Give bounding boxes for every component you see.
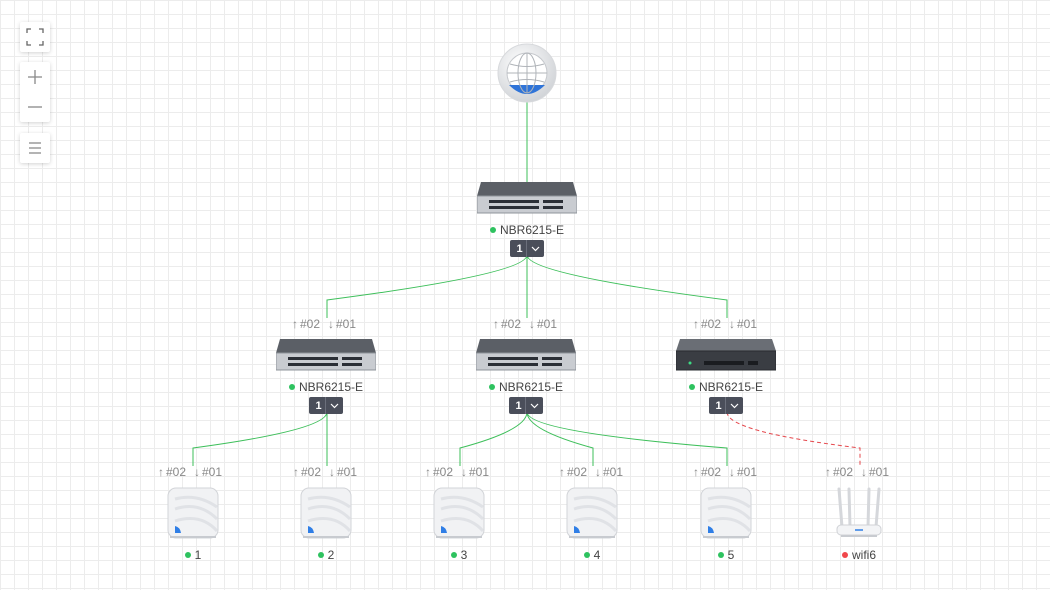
port-selector[interactable]: 1 [510, 240, 544, 257]
menu-button[interactable] [20, 133, 50, 163]
zoom-out-button[interactable] [20, 92, 50, 122]
link-root-switch-3 [526, 254, 728, 318]
chevron-down-icon [524, 397, 543, 414]
access-point-icon [566, 487, 618, 544]
plus-icon [28, 70, 42, 84]
ap-wifi6-node[interactable]: wifi6 [833, 487, 885, 562]
status-dot [184, 552, 191, 558]
link-root-switch-1 [326, 254, 528, 318]
status-dot [583, 552, 590, 558]
list-icon [20, 133, 50, 163]
ap-wifi6-traffic: ↑#02 ↓#01 [824, 465, 890, 479]
ap-1-name: 1 [184, 548, 201, 562]
chevron-down-icon [724, 397, 743, 414]
router-icon [675, 339, 777, 376]
switch-3-node[interactable]: NBR6215-E 1 [675, 339, 777, 414]
ap-3-name: 3 [450, 548, 467, 562]
status-dot [488, 384, 495, 390]
switch-2-name: NBR6215-E [488, 380, 563, 394]
internet-node[interactable] [497, 43, 557, 108]
root-switch-name: NBR6215-E [489, 223, 564, 237]
zoom-controls [20, 62, 50, 122]
link-switch3-wifi6 [726, 411, 861, 466]
status-dot [717, 552, 724, 558]
ap-5-traffic: ↑#02 ↓#01 [692, 465, 758, 479]
status-dot [841, 552, 848, 558]
switch-1-node[interactable]: NBR6215-E 1 [275, 339, 377, 414]
chevron-down-icon [324, 397, 343, 414]
zoom-in-button[interactable] [20, 62, 50, 92]
link-switch1-ap1 [192, 411, 328, 466]
ap-2-name: 2 [317, 548, 334, 562]
status-dot [317, 552, 324, 558]
ap-1-traffic: ↑#02 ↓#01 [157, 465, 223, 479]
ap-3-traffic: ↑#02 ↓#01 [424, 465, 490, 479]
switch-icon [275, 339, 377, 376]
ap-4-node[interactable]: 4 [566, 487, 618, 562]
link-switch2-ap3 [459, 411, 528, 466]
status-dot [688, 384, 695, 390]
ap-wifi6-name: wifi6 [841, 548, 876, 562]
ap-3-node[interactable]: 3 [433, 487, 485, 562]
port-selector[interactable]: 1 [709, 397, 743, 414]
ap-5-node[interactable]: 5 [700, 487, 752, 562]
switch-2-traffic: ↑#02 ↓#01 [492, 317, 558, 331]
switch-3-name: NBR6215-E [688, 380, 763, 394]
ap-2-traffic: ↑#02 ↓#01 [292, 465, 358, 479]
fullscreen-icon [20, 22, 50, 52]
access-point-icon [433, 487, 485, 544]
switch-1-traffic: ↑#02 ↓#01 [291, 317, 357, 331]
switch-2-node[interactable]: NBR6215-E 1 [475, 339, 577, 414]
access-point-icon [300, 487, 352, 544]
switch-icon [475, 339, 577, 376]
ap-1-node[interactable]: 1 [167, 487, 219, 562]
port-selector[interactable]: 1 [509, 397, 543, 414]
ap-4-name: 4 [583, 548, 600, 562]
switch-3-traffic: ↑#02 ↓#01 [692, 317, 758, 331]
ap-5-name: 5 [717, 548, 734, 562]
switch-icon [476, 182, 578, 219]
globe-icon [497, 43, 557, 108]
status-dot [450, 552, 457, 558]
minus-icon [28, 106, 42, 108]
status-dot [489, 227, 496, 233]
port-selector[interactable]: 1 [309, 397, 343, 414]
access-point-icon [167, 487, 219, 544]
fullscreen-button[interactable] [20, 22, 50, 52]
ap-4-traffic: ↑#02 ↓#01 [558, 465, 624, 479]
wireless-router-icon [833, 487, 885, 544]
access-point-icon [700, 487, 752, 544]
switch-1-name: NBR6215-E [288, 380, 363, 394]
ap-2-node[interactable]: 2 [300, 487, 352, 562]
link-switch2-ap4 [526, 411, 594, 466]
link-switch2-ap5 [526, 411, 728, 466]
root-switch-node[interactable]: NBR6215-E 1 [476, 182, 578, 257]
status-dot [288, 384, 295, 390]
chevron-down-icon [525, 240, 544, 257]
